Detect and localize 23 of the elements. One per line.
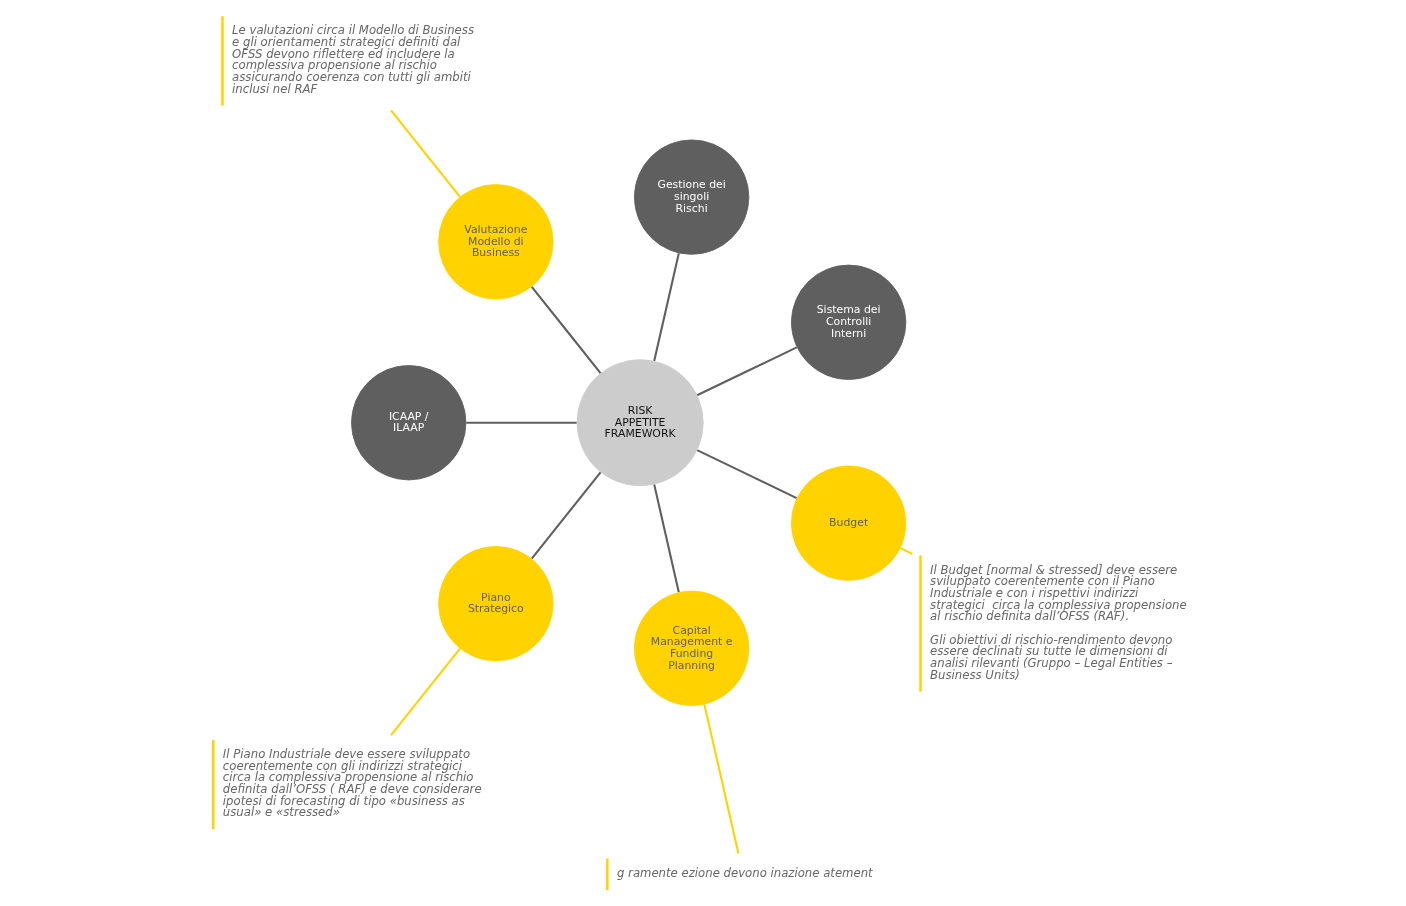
node-circle: ICAAP / ILAAP — [350, 365, 466, 481]
connector — [530, 471, 601, 560]
connector — [530, 286, 601, 374]
connector — [465, 421, 577, 424]
connector — [696, 346, 797, 397]
connector — [702, 704, 739, 854]
connector — [652, 484, 680, 593]
node-text: g ramente ezione devono inazione atement — [616, 865, 873, 880]
connector — [389, 109, 461, 198]
node-text: Il Piano Industriale deve essere sviluppato coerentemente con gli indirizzi strategici circa la complessiva propensione al rischio definita dall’OFSS ( RAF) e deve considerare ipotesi di forecasting di tipo «business as usual» e «stressed» — [222, 747, 482, 820]
node-circle: Sistema dei Controlli Interni — [790, 264, 906, 380]
node-circle: Valutazione Modello di Business — [437, 184, 553, 300]
connector — [389, 647, 461, 736]
node-text: Il Budget [normal & stressed] deve essere sviluppato coerentemente con il Piano Industriale e con i rispettivi indirizzi strategici circa la complessiva propensione al rischio definita dall’OFSS (RAF). Gli obiettivi di rischio-rendimento devono essere declinati su tutte le dimensioni di analisi rilevanti (Gruppo – Legal Entities – Business Units) — [929, 562, 1187, 682]
node-circle: Gestione dei singoli Rischi — [633, 139, 749, 255]
node-circle: Budget — [790, 465, 906, 581]
node-text: Le valutazioni circa il Modello di Business e gli orientamenti strategici definiti dal OFSS devono riflettere ed includere la complessiva propensione al rischio assicurando coerenza con tutti gli ambiti inclusi nel RAF — [231, 23, 474, 96]
node-circle: Piano Strategico — [437, 546, 553, 662]
connector — [899, 547, 913, 555]
connector — [696, 449, 797, 500]
node-circle: Capital Management e Funding Planning — [633, 590, 749, 706]
connector — [652, 253, 680, 362]
node-circle: RISK APPETITE FRAMEWORK — [576, 359, 704, 487]
